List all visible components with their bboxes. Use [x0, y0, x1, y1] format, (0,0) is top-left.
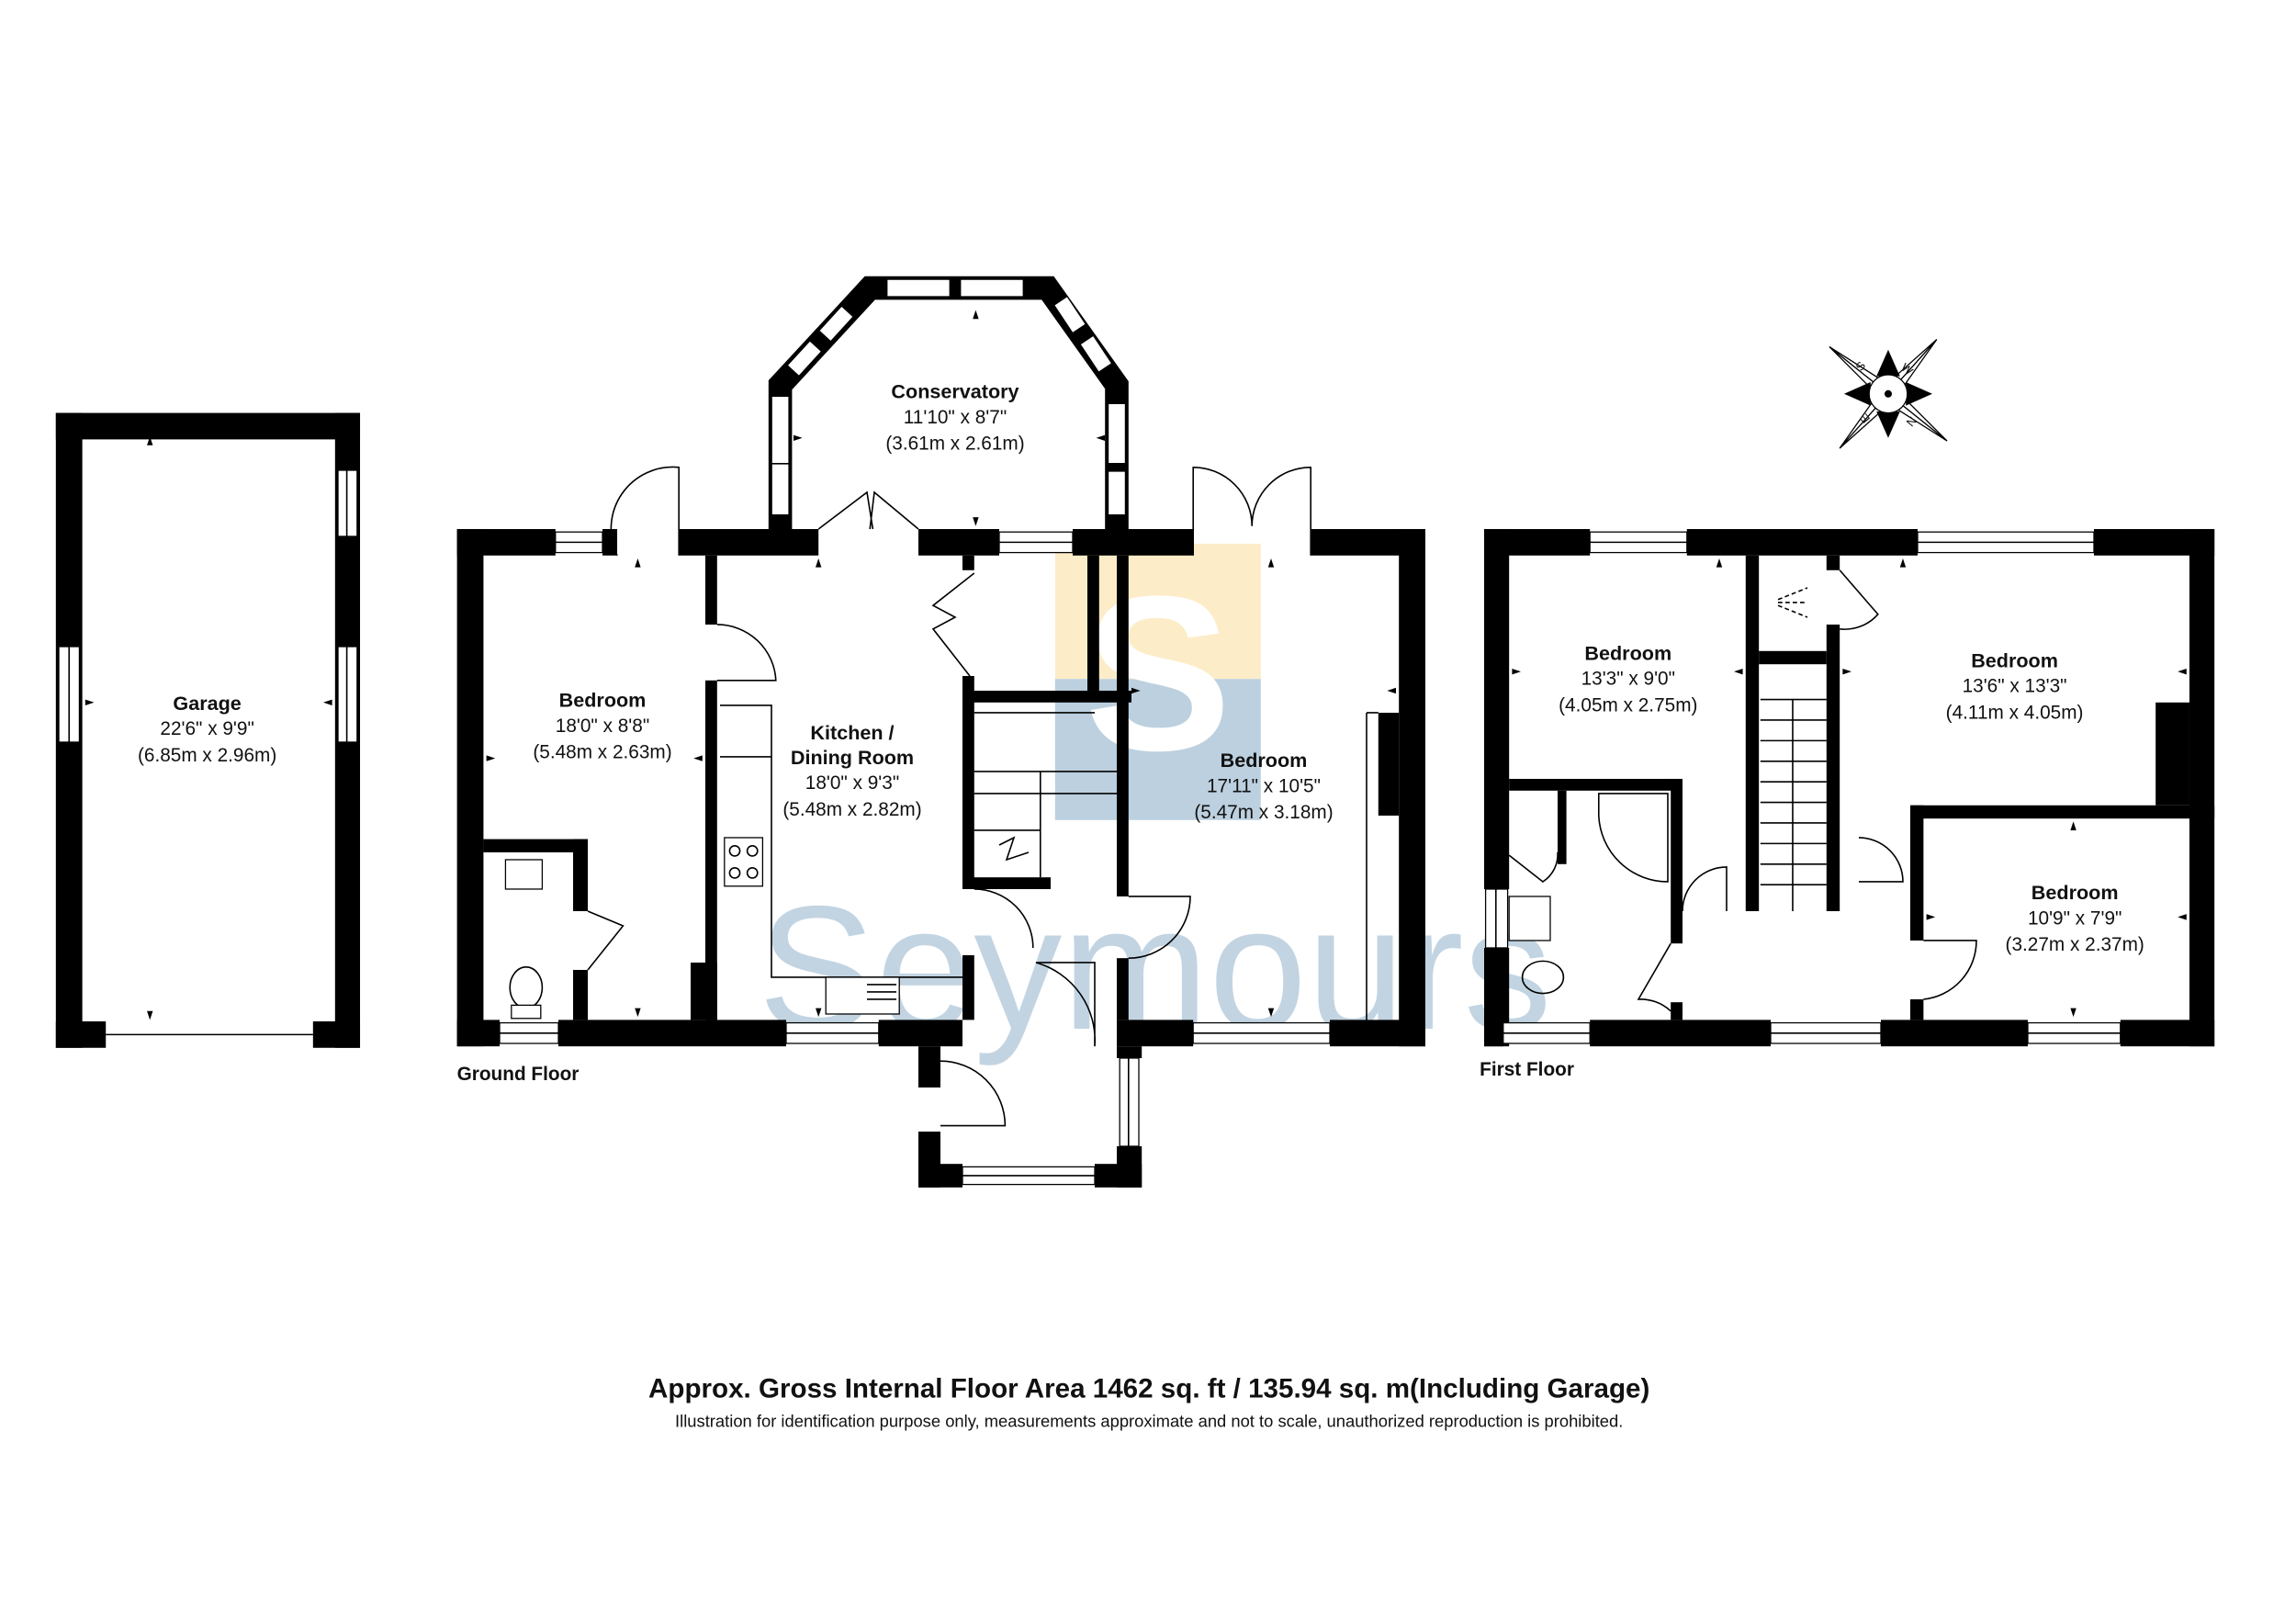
first-bedroom-3-imperial: 10'9" x 7'9"	[2028, 907, 2122, 929]
compass-icon: S W E N	[1829, 339, 1948, 449]
ground-bedroom-right-imperial: 17'11" x 10'5"	[1207, 775, 1321, 796]
ground-bedroom-left-label: Bedroom	[559, 689, 647, 712]
ground-bedroom-right-metric: (5.47m x 3.18m)	[1194, 802, 1333, 823]
first-floor-label: First Floor	[1480, 1059, 1574, 1080]
garage-plan	[55, 412, 361, 1048]
kitchen-dimensions-imperial: 18'0" x 9'3"	[805, 772, 899, 794]
logo-letter: S	[1085, 550, 1232, 796]
conservatory-label: Conservatory	[891, 380, 1019, 403]
conservatory-dimensions-metric: (3.61m x 2.61m)	[885, 434, 1024, 455]
first-bedroom-2-imperial: 13'6" x 13'3"	[1963, 676, 2067, 697]
ground-floor-plan	[456, 276, 1425, 1188]
garage-dimensions-imperial: 22'6" x 9'9"	[160, 718, 253, 739]
kitchen-label-line2: Dining Room	[791, 746, 914, 769]
first-bedroom-1-metric: (4.05m x 2.75m)	[1559, 694, 1697, 716]
ground-bedroom-left-imperial: 18'0" x 8'8"	[556, 716, 649, 737]
first-floor-plan	[1483, 528, 2215, 1047]
first-bedroom-2-metric: (4.11m x 4.05m)	[1946, 702, 2084, 723]
first-bedroom-2-label: Bedroom	[1971, 648, 2058, 671]
ground-floor-label: Ground Floor	[457, 1064, 580, 1085]
floor-area-title: Approx. Gross Internal Floor Area 1462 s…	[648, 1374, 1649, 1404]
first-bedroom-3-metric: (3.27m x 2.37m)	[2006, 934, 2144, 955]
kitchen-label-line1: Kitchen /	[810, 721, 894, 744]
garage-dimensions-metric: (6.85m x 2.96m)	[138, 745, 276, 766]
garage-label: Garage	[173, 692, 241, 715]
conservatory-dimensions-imperial: 11'10" x 8'7"	[904, 407, 1007, 428]
first-bedroom-1-imperial: 13'3" x 9'0"	[1581, 669, 1675, 690]
ground-bedroom-left-metric: (5.48m x 2.63m)	[533, 742, 671, 763]
first-bedroom-3-label: Bedroom	[2032, 881, 2119, 904]
first-bedroom-1-label: Bedroom	[1584, 641, 1671, 664]
disclaimer: Illustration for identification purpose …	[675, 1412, 1623, 1431]
ground-bedroom-right-label: Bedroom	[1221, 749, 1308, 772]
kitchen-dimensions-metric: (5.48m x 2.82m)	[782, 799, 921, 820]
